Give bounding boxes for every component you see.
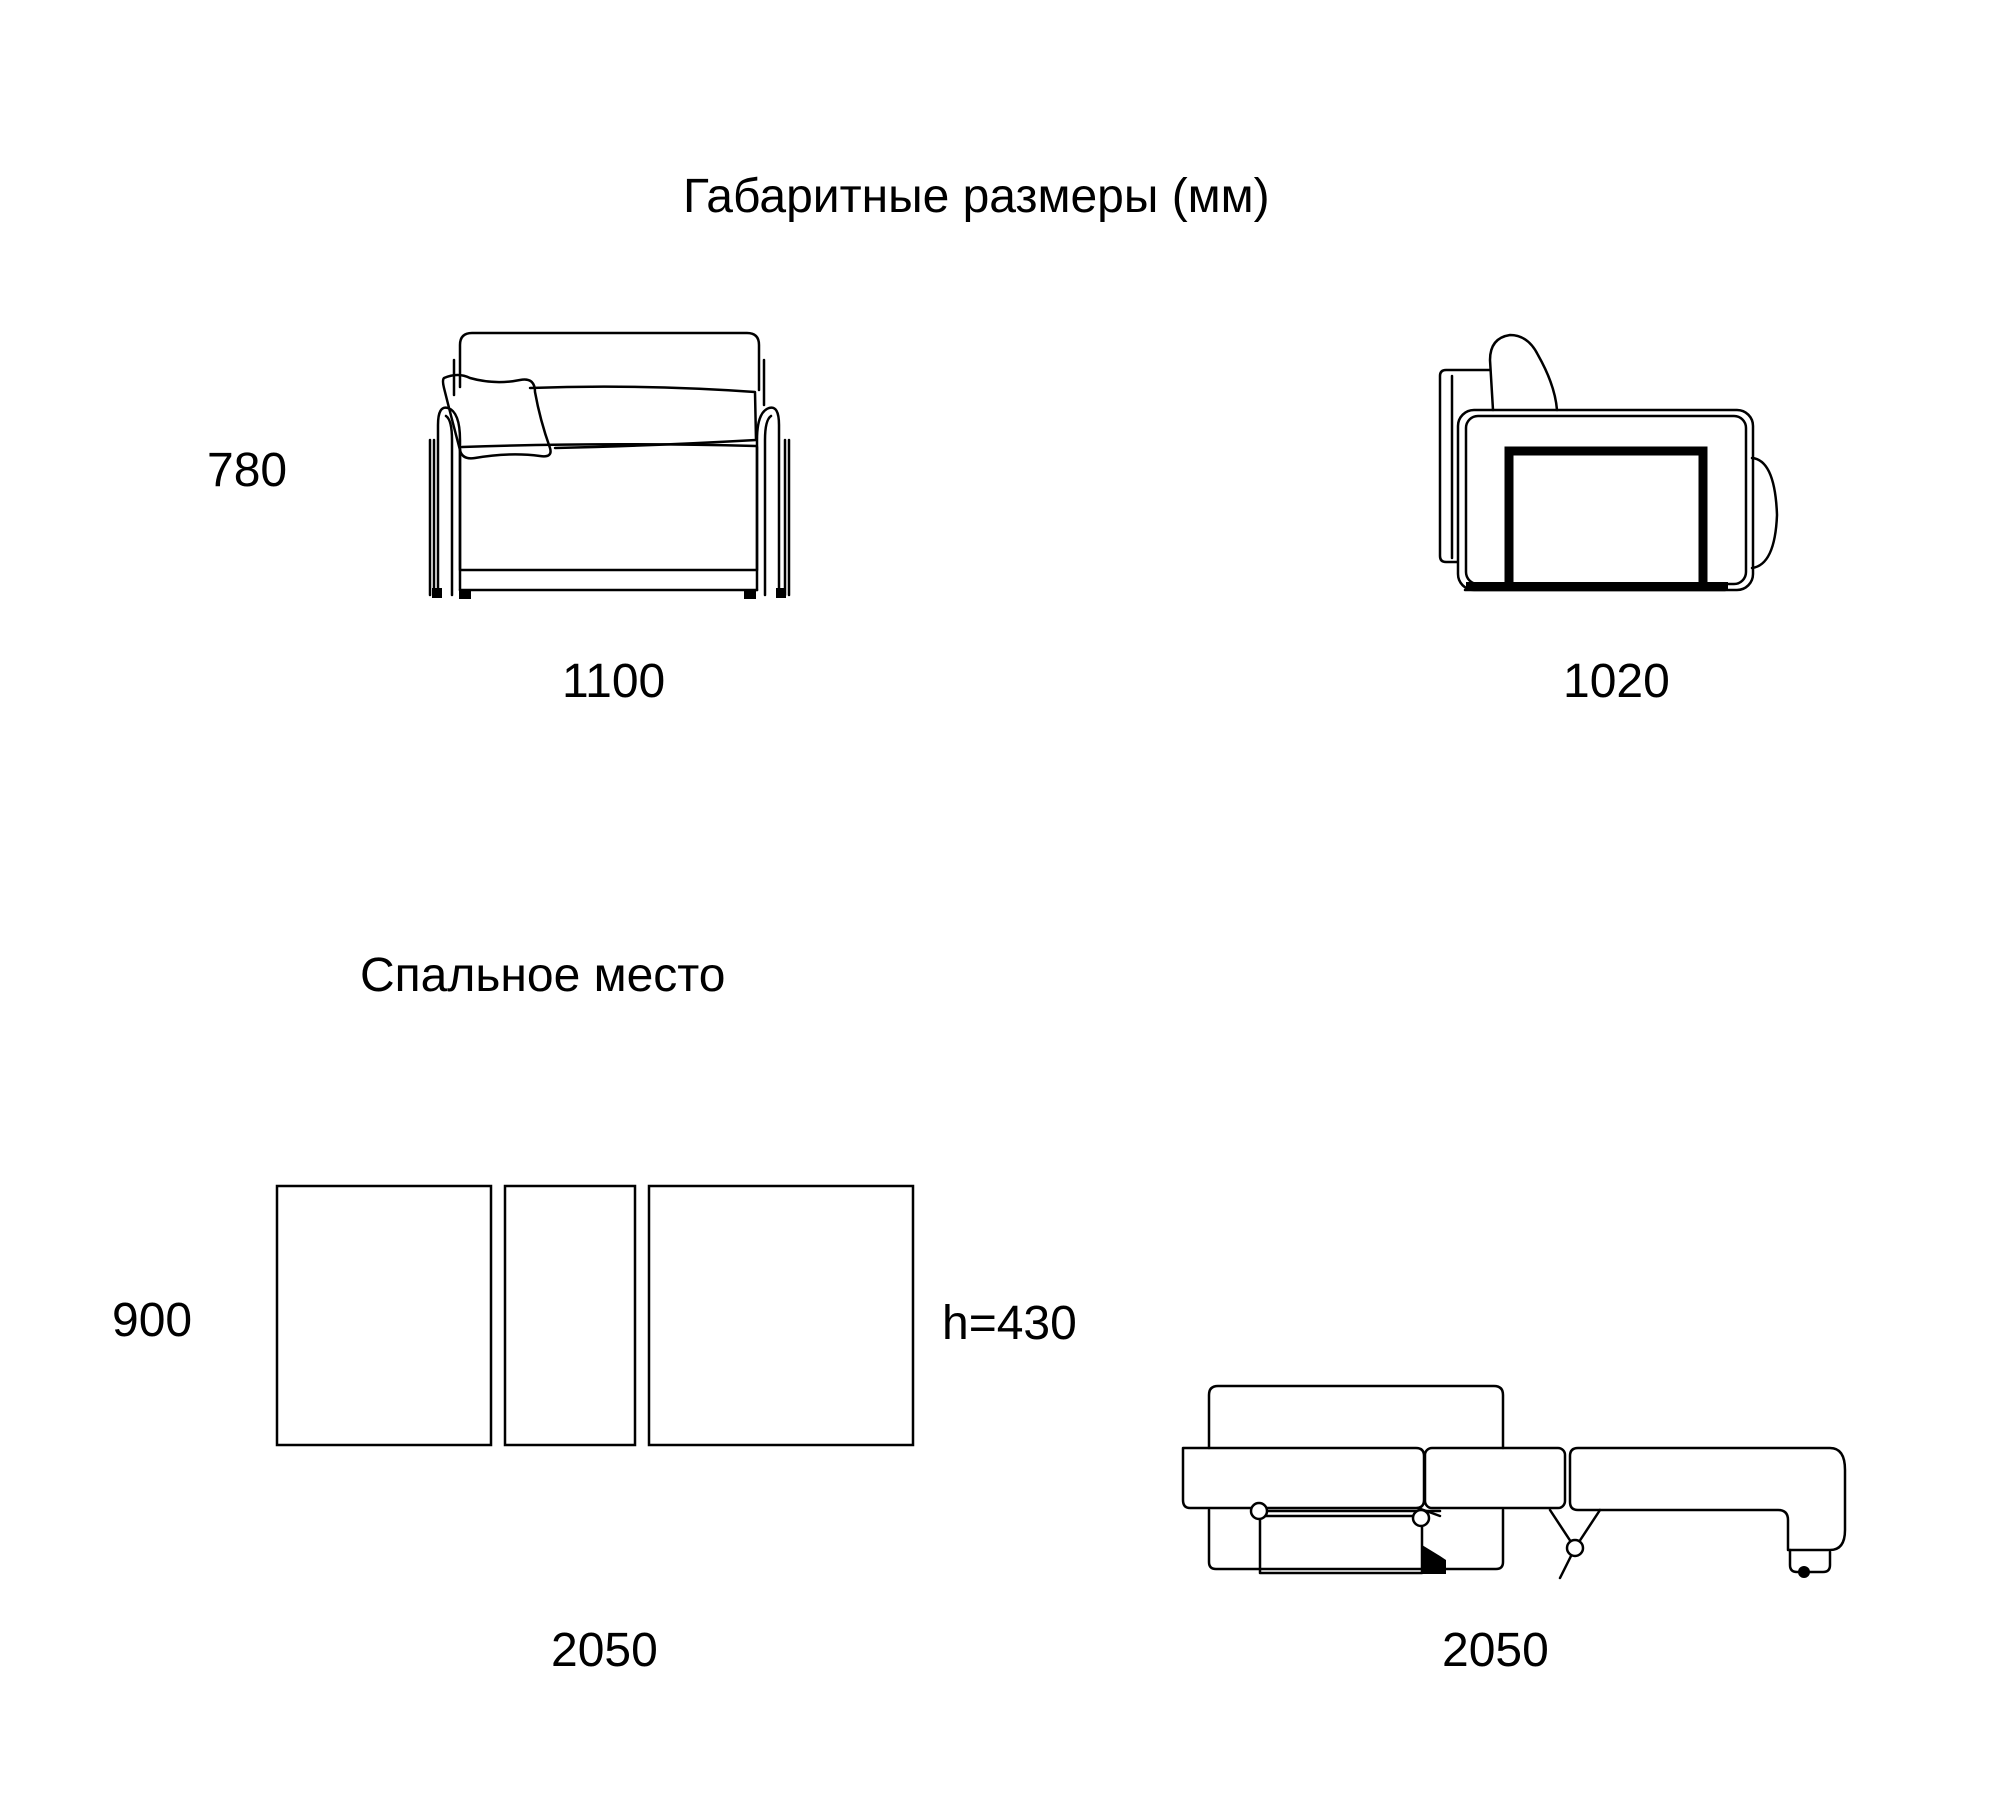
sleeping-width-dimension-label: 900 xyxy=(112,1294,193,1347)
front-width-dimension-label: 1100 xyxy=(562,655,666,708)
height-dimension-label: 780 xyxy=(207,444,288,497)
overall-dimensions-title: Габаритные размеры (мм) xyxy=(683,170,1270,223)
sleeping-area-top-view xyxy=(277,1186,913,1445)
armchair-front-view-drawing xyxy=(430,333,789,595)
sleeping-length-side-label: 2050 xyxy=(1442,1624,1549,1677)
armchair-side-frame xyxy=(1509,451,1703,585)
unfolded-bed-caster xyxy=(1798,1566,1810,1578)
armchair-front-feet xyxy=(432,588,786,599)
sleeping-length-top-label: 2050 xyxy=(551,1624,658,1677)
side-depth-dimension-label: 1020 xyxy=(1563,655,1670,708)
armchair-side-view-drawing xyxy=(1440,335,1777,590)
unfolded-bed-side-view xyxy=(1183,1386,1845,1578)
unfolded-bed-joint-circles xyxy=(1251,1503,1583,1556)
unfolded-bed-mechanism-wedge xyxy=(1422,1545,1446,1574)
seat-height-dimension-label: h=430 xyxy=(942,1297,1077,1350)
armchair-side-base-bar xyxy=(1466,582,1728,589)
sleeping-area-title: Спальное место xyxy=(360,949,726,1002)
